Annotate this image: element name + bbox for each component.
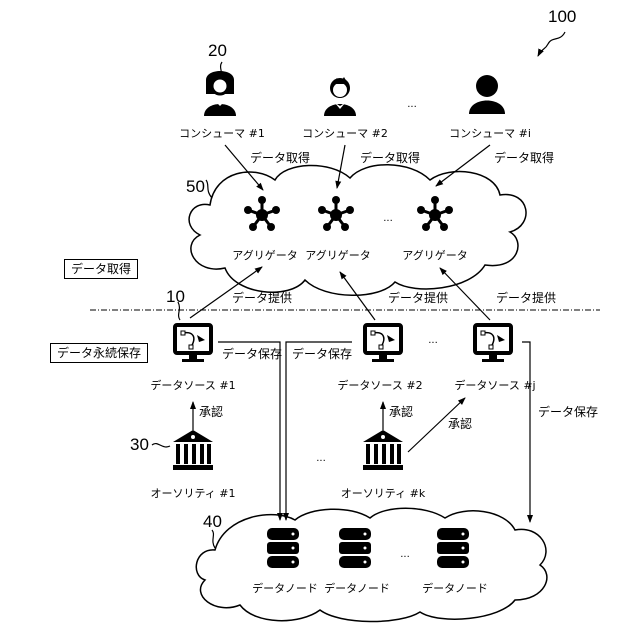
datanode-database-icon xyxy=(339,528,371,568)
authority-ref-number: 30 xyxy=(130,436,149,453)
authority-bank-icon xyxy=(173,430,213,470)
datanode-database-icon xyxy=(437,528,469,568)
authority-label: オーソリティ #k xyxy=(341,488,425,499)
edge-label-acquire: データ取得 xyxy=(360,152,420,164)
figure-ref-arrow xyxy=(538,32,565,56)
datanode-label: データノード xyxy=(324,583,390,594)
node-cloud-ref-number: 40 xyxy=(203,513,222,530)
authority-label: オーソリティ #1 xyxy=(150,488,235,499)
edge-label-approve: 承認 xyxy=(448,418,472,430)
data-source-ellipsis: ... xyxy=(428,336,438,346)
aggregator-label: アグリゲータ xyxy=(402,250,467,261)
edge-label-acquire: データ取得 xyxy=(494,152,554,164)
data-source-monitor-icon xyxy=(365,325,401,362)
edge-label-provide: データ提供 xyxy=(388,292,448,304)
section-label-persistence: データ永続保存 xyxy=(50,343,148,363)
edge-label-approve: 承認 xyxy=(389,406,413,418)
consumer-ref-number: 20 xyxy=(208,42,227,59)
data-source-ref-number: 10 xyxy=(166,288,185,305)
edge-label-store: データ保存 xyxy=(222,348,282,360)
female-user-icon xyxy=(204,71,236,116)
edge-label-acquire: データ取得 xyxy=(250,152,310,164)
section-label-acquisition: データ取得 xyxy=(64,259,138,279)
datanode-label: データノード xyxy=(422,583,488,594)
aggregator-label: アグリゲータ xyxy=(305,250,370,261)
consumer-label: コンシューマ #1 xyxy=(179,128,265,139)
aggregator-label: アグリゲータ xyxy=(232,250,297,261)
aggregator-cloud-ref-number: 50 xyxy=(186,178,205,195)
edge-label-provide: データ提供 xyxy=(232,292,292,304)
data-source-monitor-icon xyxy=(475,325,511,362)
data-source-label: データソース #j xyxy=(454,380,535,391)
data-source-label: データソース #1 xyxy=(150,380,235,391)
datanode-label: データノード xyxy=(252,583,318,594)
datanode-database-icon xyxy=(267,528,299,568)
authority-ellipsis: ... xyxy=(316,454,326,464)
authority-bank-icon xyxy=(363,430,403,470)
data-source-label: データソース #2 xyxy=(337,380,422,391)
aggregator-ellipsis: ... xyxy=(383,214,393,224)
edge-label-provide: データ提供 xyxy=(496,292,556,304)
consumer-label: コンシューマ #2 xyxy=(302,128,388,139)
consumer-label: コンシューマ #i xyxy=(449,128,531,139)
figure-ref-number: 100 xyxy=(548,8,576,25)
consumer-ellipsis: ... xyxy=(407,100,417,110)
data-source-monitor-icon xyxy=(175,325,211,362)
edge-label-approve: 承認 xyxy=(199,406,223,418)
aggregator-cloud xyxy=(189,165,526,296)
datanode-ellipsis: ... xyxy=(400,550,410,560)
user-icon xyxy=(469,75,505,114)
edge-label-store: データ保存 xyxy=(292,348,352,360)
male-user-icon xyxy=(324,77,356,116)
edge-label-store: データ保存 xyxy=(538,406,598,418)
datanode-cloud xyxy=(196,508,547,621)
